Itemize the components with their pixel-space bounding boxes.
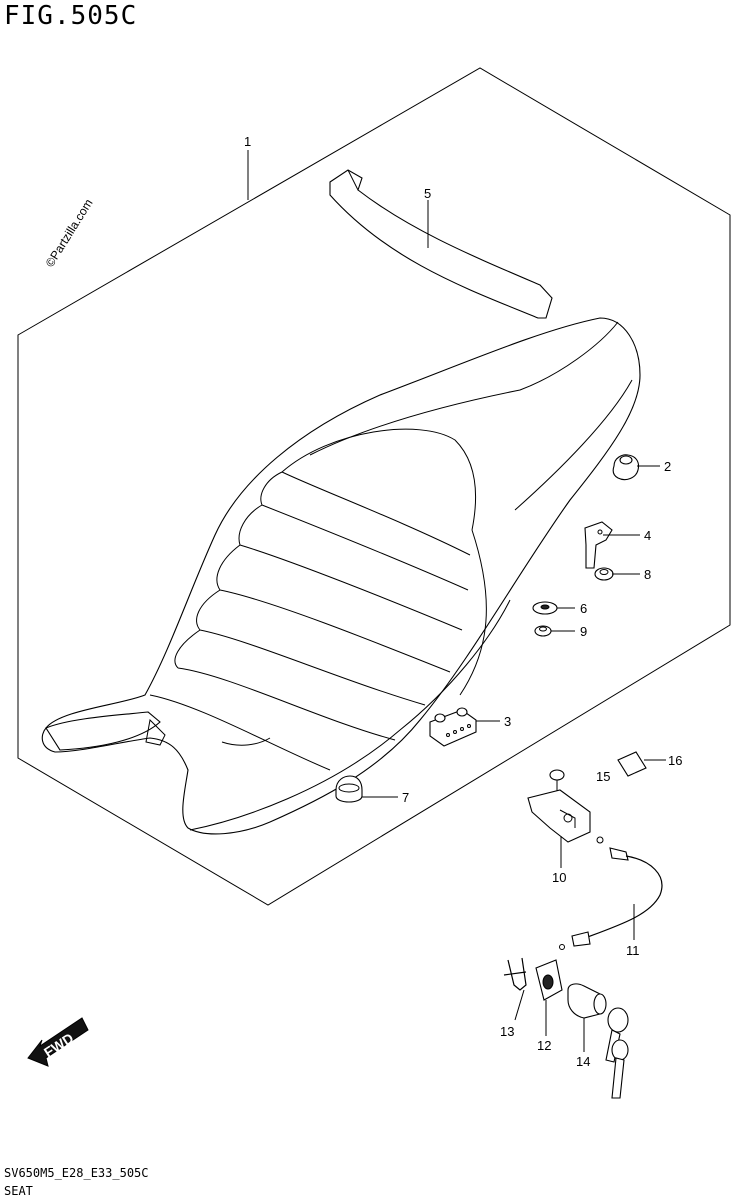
figure-caption: SEAT <box>4 1184 33 1198</box>
rubber-block-icon <box>429 707 477 747</box>
model-code: SV650M5_E28_E33_505C <box>4 1166 149 1180</box>
lock-plate-icon <box>535 959 563 1001</box>
lock-cable-icon <box>559 836 663 950</box>
assembly-boundary <box>17 67 731 906</box>
callout-8: 8 <box>644 567 651 582</box>
callout-1: 1 <box>244 134 251 149</box>
seat-bracket-icon <box>584 521 613 569</box>
callout-6: 6 <box>580 601 587 616</box>
callout-16: 16 <box>668 753 682 768</box>
leader-lines <box>247 150 666 1052</box>
callout-7: 7 <box>402 790 409 805</box>
forward-arrow-icon: FWD <box>27 1017 89 1067</box>
figure-title: FIG.505C <box>4 1 138 31</box>
washer-icon <box>532 601 558 615</box>
callout-14: 14 <box>576 1054 590 1069</box>
callout-10: 10 <box>552 870 566 885</box>
watermark: ©Partzilla.com <box>43 196 96 269</box>
callout-4: 4 <box>644 528 651 543</box>
key-icon <box>567 983 629 1099</box>
nut-icon <box>534 625 552 637</box>
seat-assembly-icon <box>41 317 641 835</box>
seat-strap-icon <box>329 169 553 319</box>
rubber-cushion-icon <box>612 454 640 481</box>
callout-2: 2 <box>664 459 671 474</box>
callout-13: 13 <box>500 1024 514 1039</box>
callout-9: 9 <box>580 624 587 639</box>
grommet-icon <box>335 775 363 803</box>
callout-11: 11 <box>626 943 640 958</box>
label-sticker-icon <box>617 751 647 777</box>
callout-15: 15 <box>596 769 610 784</box>
seat-lock-icon <box>527 769 591 843</box>
spring-clip-icon <box>503 957 527 991</box>
callout-3: 3 <box>504 714 511 729</box>
nut-icon <box>594 567 614 581</box>
callout-12: 12 <box>537 1038 551 1053</box>
callout-5: 5 <box>424 186 431 201</box>
